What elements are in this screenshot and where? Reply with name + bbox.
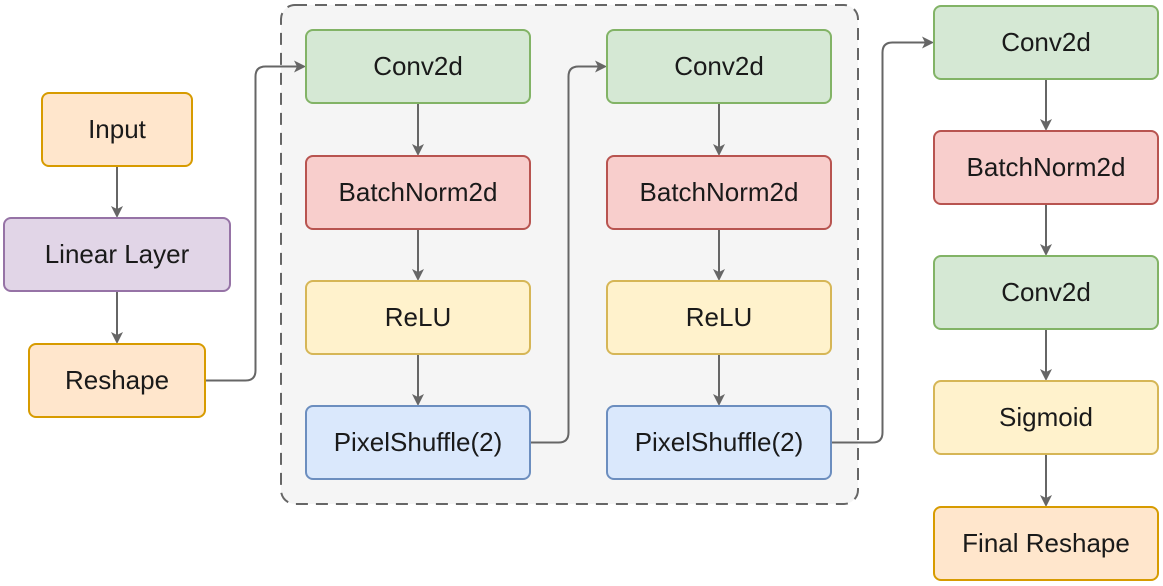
linear-layer-node: Linear Layer xyxy=(3,217,231,292)
block1-conv2d-node: Conv2d xyxy=(305,29,531,104)
output-second-conv2d-node: Conv2d xyxy=(933,255,1159,330)
reshape-label: Reshape xyxy=(64,365,170,395)
output-batchnorm2d-node: BatchNorm2d xyxy=(933,130,1159,205)
reshape-node: Reshape xyxy=(28,343,206,418)
block1-batchnorm2d-label: BatchNorm2d xyxy=(338,177,498,207)
block2-relu-node: ReLU xyxy=(606,280,832,355)
linear-layer-label: Linear Layer xyxy=(44,239,190,269)
edge-b2_ps-to-o_conv1 xyxy=(832,36,934,444)
output-batchnorm2d-label: BatchNorm2d xyxy=(966,152,1126,182)
output-conv2d-label: Conv2d xyxy=(1001,27,1091,57)
block1-pixelshuffle-node: PixelShuffle(2) xyxy=(305,405,531,480)
input-node: Input xyxy=(41,92,193,167)
block2-pixelshuffle-node: PixelShuffle(2) xyxy=(606,405,832,480)
block1-conv2d-label: Conv2d xyxy=(373,51,463,81)
block2-batchnorm2d-node: BatchNorm2d xyxy=(606,155,832,230)
output-conv2d-node: Conv2d xyxy=(933,5,1159,80)
block2-conv2d-node: Conv2d xyxy=(606,29,832,104)
sigmoid-node: Sigmoid xyxy=(933,380,1159,455)
input-label: Input xyxy=(88,114,146,144)
edge-b1_ps-to-b2_conv xyxy=(531,60,607,444)
block1-relu-label: ReLU xyxy=(384,302,452,332)
block2-relu-label: ReLU xyxy=(685,302,753,332)
final-reshape-node: Final Reshape xyxy=(933,506,1159,581)
block2-batchnorm2d-label: BatchNorm2d xyxy=(639,177,799,207)
block1-pixelshuffle-label: PixelShuffle(2) xyxy=(333,427,503,457)
edge-reshape-to-b1_conv xyxy=(206,60,306,382)
sigmoid-label: Sigmoid xyxy=(999,402,1093,432)
output-second-conv2d-label: Conv2d xyxy=(1001,277,1091,307)
block1-batchnorm2d-node: BatchNorm2d xyxy=(305,155,531,230)
block2-conv2d-label: Conv2d xyxy=(674,51,764,81)
block1-relu-node: ReLU xyxy=(305,280,531,355)
final-reshape-label: Final Reshape xyxy=(962,528,1130,558)
block2-pixelshuffle-label: PixelShuffle(2) xyxy=(634,427,804,457)
